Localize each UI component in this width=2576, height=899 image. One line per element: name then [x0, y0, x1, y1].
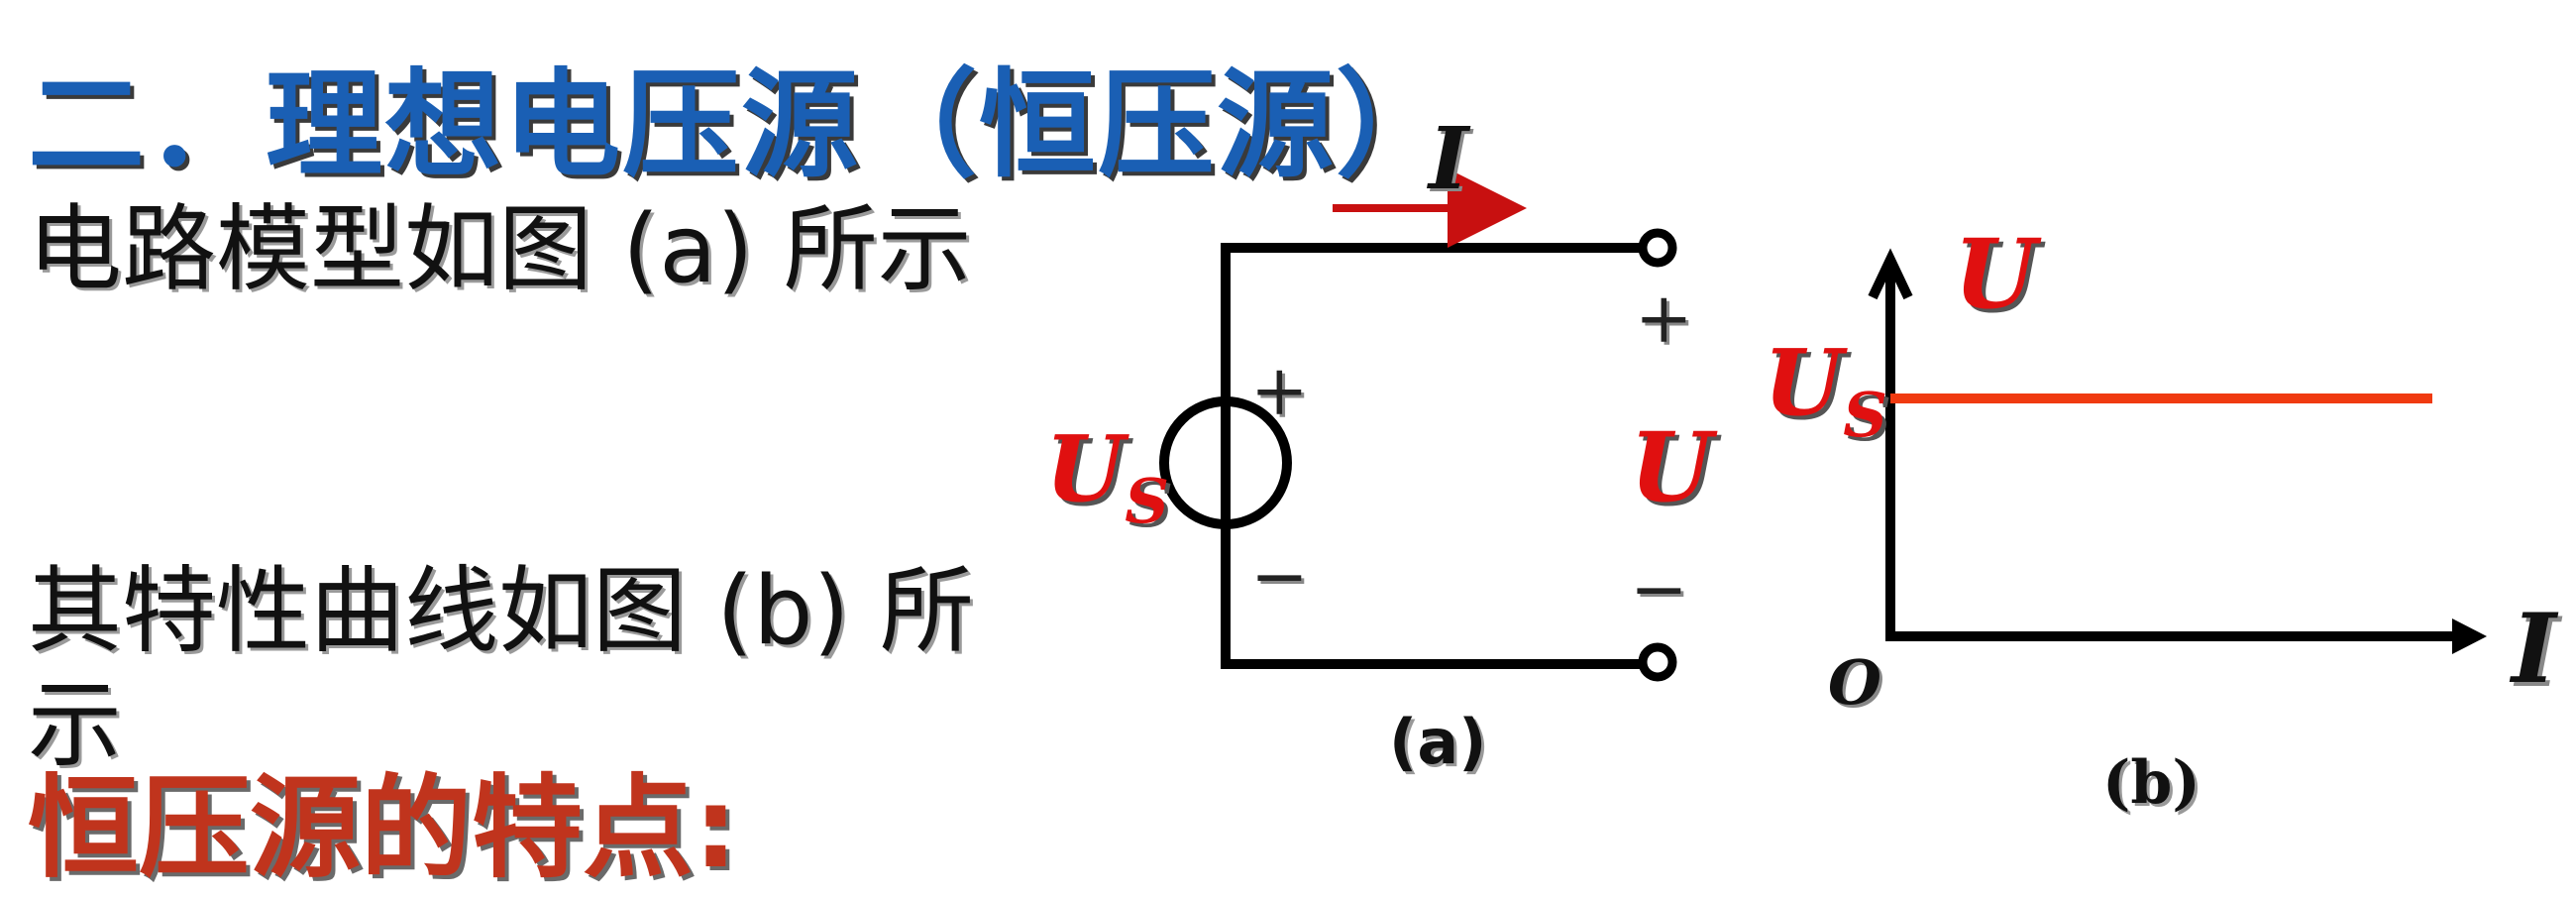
source-voltage-label-sub: S [1125, 465, 1169, 537]
characteristic-graph: U US O I (b) [1764, 218, 2559, 818]
graph-caption: (b) [2102, 748, 2200, 818]
characteristic-curve-text: 其特性曲线如图 (b) 所 [28, 557, 974, 666]
us-level-label: US [1764, 329, 1887, 451]
slide-title: 二．理想电压源（恒压源） [28, 56, 1455, 193]
top-terminal [1638, 228, 1677, 268]
us-level-label-sub: S [1843, 379, 1887, 451]
characteristic-curve-text-continued: 示 [28, 671, 123, 780]
circuit-caption: (a) [1389, 706, 1487, 778]
source-voltage-label: US [1045, 415, 1169, 537]
current-label: I [1426, 109, 1471, 209]
y-axis-arrowhead [1868, 248, 1913, 300]
circuit-diagram: I + − + − US U (a) [1045, 109, 1718, 778]
x-axis-arrowhead [2452, 618, 2487, 654]
source-features-heading: 恒压源的特点: [28, 764, 738, 893]
terminal-plus-sign: + [1635, 278, 1693, 359]
y-axis-label: U [1954, 218, 2042, 330]
x-axis-label: I [2509, 593, 2559, 705]
circuit-model-text: 电路模型如图 (a) 所示 [28, 195, 972, 304]
source-voltage-label-main: U [1045, 415, 1129, 522]
us-level-label-main: U [1764, 329, 1848, 436]
terminal-voltage-label: U [1630, 411, 1718, 523]
origin-label: O [1828, 646, 1881, 719]
bottom-terminal [1638, 642, 1677, 682]
source-plus-sign: + [1250, 350, 1309, 431]
terminal-minus-sign: − [1630, 548, 1688, 629]
source-minus-sign: − [1250, 535, 1309, 617]
